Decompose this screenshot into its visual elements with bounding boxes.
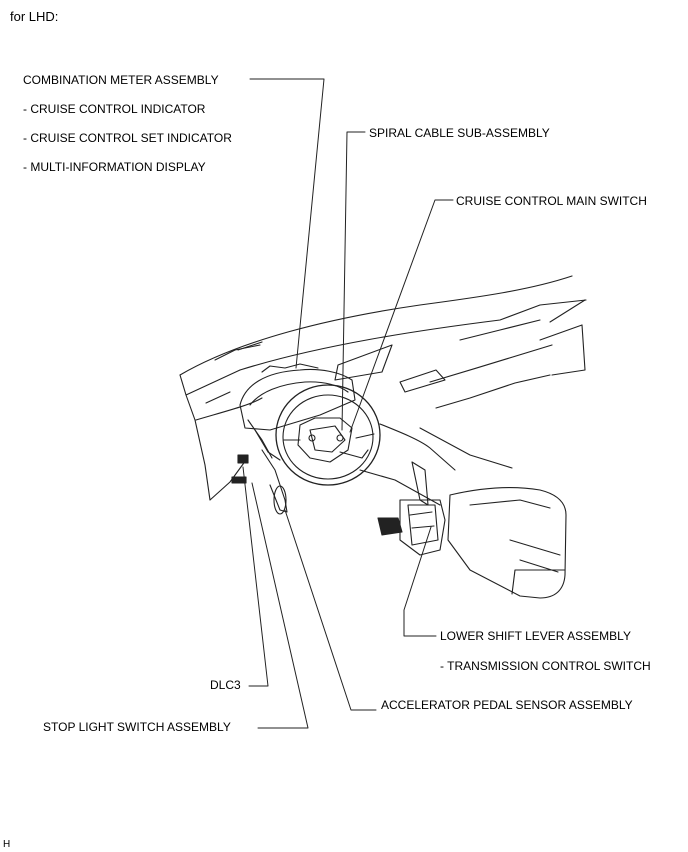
label-accelerator-pedal: ACCELERATOR PEDAL SENSOR ASSEMBLY xyxy=(381,698,633,712)
dlc3-connector xyxy=(231,454,249,484)
label-multi-information-display: - MULTI-INFORMATION DISPLAY xyxy=(23,160,206,174)
center-console xyxy=(447,487,567,599)
label-lower-shift-lever: LOWER SHIFT LEVER ASSEMBLY xyxy=(440,629,631,643)
label-cruise-control-indicator: - CRUISE CONTROL INDICATOR xyxy=(23,102,206,116)
dashboard-outline xyxy=(179,275,587,506)
label-transmission-control-switch: - TRANSMISSION CONTROL SWITCH xyxy=(440,659,651,673)
leader-lines xyxy=(242,78,454,729)
steering-wheel xyxy=(275,384,381,486)
label-cruise-main-switch: CRUISE CONTROL MAIN SWITCH xyxy=(456,194,647,208)
steering-column xyxy=(261,449,288,515)
combination-meter xyxy=(239,363,356,461)
page-title: for LHD: xyxy=(10,9,59,24)
label-spiral-cable: SPIRAL CABLE SUB-ASSEMBLY xyxy=(369,126,550,140)
shift-lever-assembly xyxy=(377,461,446,556)
label-stop-light-switch: STOP LIGHT SWITCH ASSEMBLY xyxy=(43,720,231,734)
label-dlc3: DLC3 xyxy=(210,678,241,692)
figure-id: H xyxy=(3,839,11,850)
label-cruise-control-set-indicator: - CRUISE CONTROL SET INDICATOR xyxy=(23,131,232,145)
label-combination-meter: COMBINATION METER ASSEMBLY xyxy=(23,73,219,87)
